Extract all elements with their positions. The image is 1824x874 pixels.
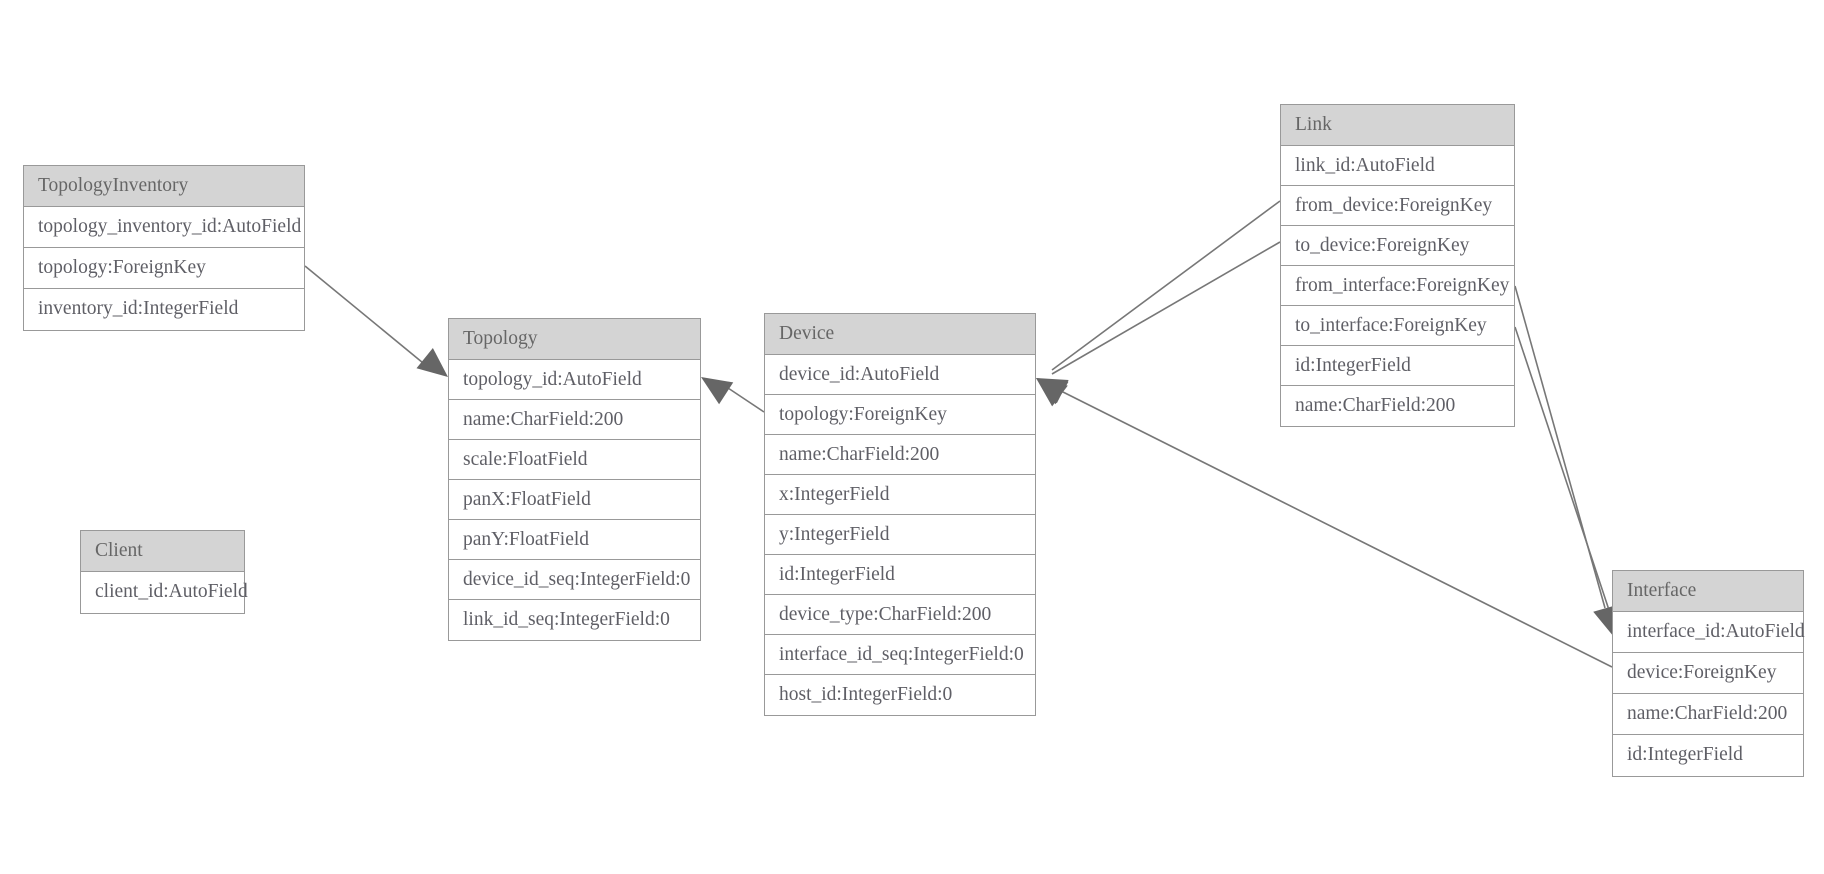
field-row[interactable]: device:ForeignKey [1613,653,1803,694]
field-row[interactable]: interface_id:AutoField [1613,612,1805,653]
relationship-arrowhead [701,377,734,405]
rel-link-from-device[interactable] [1036,200,1281,407]
field-row[interactable]: topology:ForeignKey [765,395,1035,435]
field-row[interactable]: id:IntegerField [1613,735,1803,776]
field-row[interactable]: device_id:AutoField [765,355,1035,395]
field-row[interactable]: scale:FloatField [449,440,700,480]
rel-device-topology[interactable] [701,377,765,413]
field-row[interactable]: host_id:IntegerField:0 [765,675,1035,715]
field-row[interactable]: from_interface:ForeignKey [1281,266,1514,306]
field-row[interactable]: y:IntegerField [765,515,1035,555]
entity-title-topology: Topology [449,319,700,360]
field-row[interactable]: name:CharField:200 [1281,386,1514,426]
relationship-line [1051,200,1281,371]
field-row[interactable]: topology_inventory_id:AutoField [24,207,304,248]
field-row[interactable]: name:CharField:200 [449,400,700,440]
rel-link-to-interface[interactable] [1514,326,1620,637]
relationship-line [1051,241,1281,375]
relationship-arrowhead [1036,378,1069,405]
field-row[interactable]: to_interface:ForeignKey [1281,306,1514,346]
rel-link-from-interface[interactable] [1514,285,1619,637]
rel-topologyinventory-topology[interactable] [304,265,448,377]
field-row[interactable]: name:CharField:200 [1613,694,1803,735]
field-row[interactable]: name:CharField:200 [765,435,1035,475]
field-row[interactable]: topology:ForeignKey [24,248,304,289]
entity-title-client: Client [81,531,244,572]
relationship-line [304,265,435,373]
relationship-arrowhead [1036,378,1068,407]
field-row[interactable]: id:IntegerField [1281,346,1514,386]
field-row[interactable]: client_id:AutoField [81,572,248,613]
relationship-arrowhead [416,348,448,377]
relationship-line [721,383,765,413]
relationship-line [1054,387,1613,668]
field-row[interactable]: panY:FloatField [449,520,700,560]
relationship-arrowhead [1036,378,1069,404]
field-row[interactable]: inventory_id:IntegerField [24,289,304,330]
entity-title-topologyinventory: TopologyInventory [24,166,304,207]
field-row[interactable]: interface_id_seq:IntegerField:0 [765,635,1035,675]
relationship-line [1514,285,1606,609]
field-row[interactable]: topology_id:AutoField [449,360,700,400]
field-row[interactable]: link_id:AutoField [1281,146,1514,186]
entity-title-device: Device [765,314,1035,355]
field-row[interactable]: device_type:CharField:200 [765,595,1035,635]
rel-link-to-device[interactable] [1036,241,1281,405]
field-row[interactable]: device_id_seq:IntegerField:0 [449,560,700,600]
field-row[interactable]: panX:FloatField [449,480,700,520]
relationship-line [1514,326,1610,611]
field-row[interactable]: x:IntegerField [765,475,1035,515]
field-row[interactable]: to_device:ForeignKey [1281,226,1514,266]
field-row[interactable]: id:IntegerField [765,555,1035,595]
entity-title-interface: Interface [1613,571,1803,612]
entity-fields-client: client_id:AutoField [81,572,248,613]
entity-title-link: Link [1281,105,1514,146]
field-row[interactable]: from_device:ForeignKey [1281,186,1514,226]
field-row[interactable]: link_id_seq:IntegerField:0 [449,600,700,640]
